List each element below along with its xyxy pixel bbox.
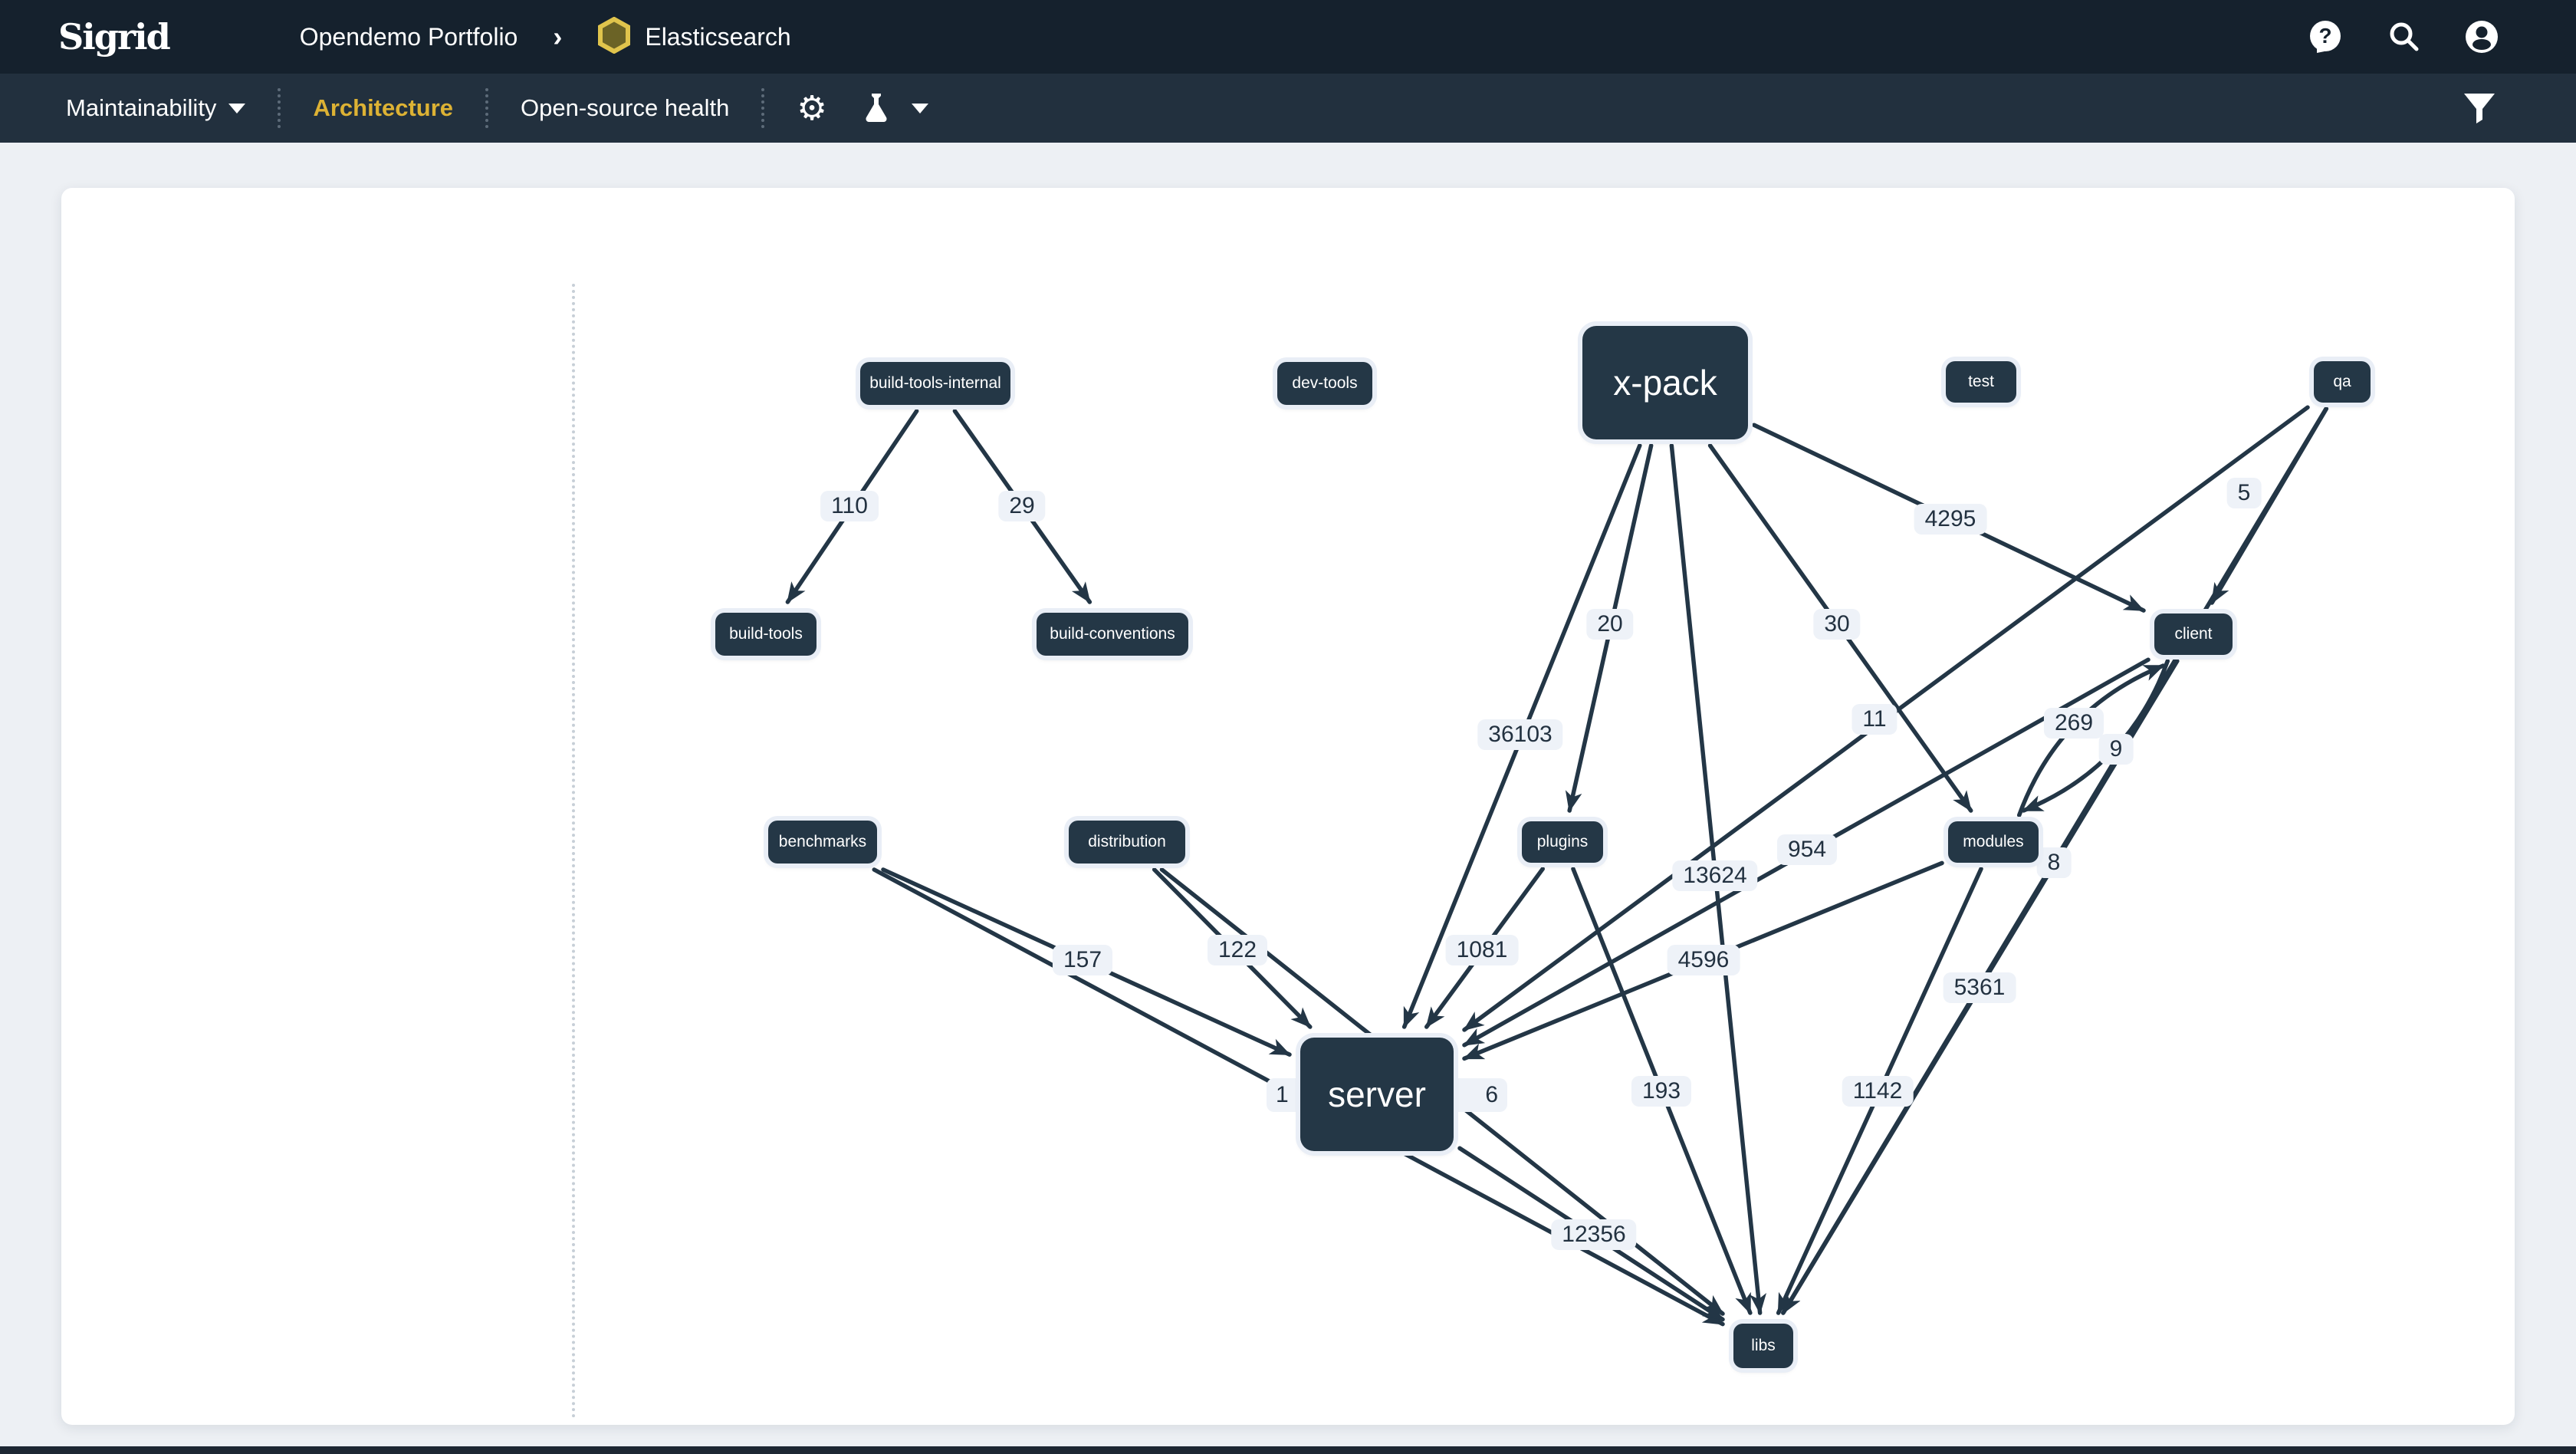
breadcrumb-portfolio[interactable]: Opendemo Portfolio: [299, 22, 518, 51]
graph-node-label: modules: [1963, 833, 2024, 850]
section-nav-items: Maintainability Architecture Open-source h…: [66, 74, 729, 143]
graph-node-build-tools-internal[interactable]: build-tools-internal: [860, 362, 1010, 405]
edge-weight-label: 122: [1207, 935, 1268, 965]
panel-divider: [572, 284, 575, 1419]
graph-node-x-pack[interactable]: x-pack: [1582, 326, 1748, 439]
edge-weight-label: 4596: [1667, 945, 1740, 975]
top-bar: Sigrid Opendemo Portfolio › Elasticsearc…: [0, 0, 2576, 74]
edge-weight-label: 157: [1052, 945, 1113, 975]
edge-weight-label: 30: [1813, 609, 1861, 640]
svg-text:?: ?: [2318, 24, 2331, 48]
graph-node-label: build-tools-internal: [869, 374, 1001, 392]
tab-label: Open-source health: [521, 94, 730, 121]
window-bottom-strip: [0, 1446, 2576, 1454]
tab-label: Maintainability: [66, 94, 217, 121]
help-icon[interactable]: ?: [2308, 19, 2343, 54]
graph-node-libs[interactable]: libs: [1733, 1324, 1793, 1368]
edge-weight-label: 1081: [1445, 935, 1519, 965]
graph-node-label: qa: [2333, 373, 2351, 390]
experiment-flask-icon[interactable]: [861, 91, 928, 125]
graph-node-build-tools[interactable]: build-tools: [715, 613, 816, 656]
graph-node-label: plugins: [1536, 833, 1589, 850]
graph-node-test[interactable]: test: [1946, 361, 2016, 403]
graph-node-distribution[interactable]: distribution: [1069, 821, 1185, 864]
edge-weight-label: 11: [1852, 704, 1898, 735]
graph-node-benchmarks[interactable]: benchmarks: [768, 821, 877, 864]
flask-caret-icon: [911, 103, 928, 113]
graph-node-modules[interactable]: modules: [1948, 821, 2039, 863]
graph-node-label: dev-tools: [1292, 374, 1358, 392]
graph-node-plugins[interactable]: plugins: [1522, 821, 1603, 863]
graph-node-label: test: [1968, 373, 1994, 390]
graph-node-label: libs: [1751, 1337, 1776, 1354]
edge-weight-label: 13624: [1672, 860, 1758, 891]
filter-icon[interactable]: [2463, 74, 2496, 143]
nav-separator: [278, 88, 281, 128]
graph-node-label: distribution: [1088, 833, 1166, 850]
graph-node-server[interactable]: server: [1300, 1038, 1454, 1151]
graph-node-label: server: [1328, 1074, 1426, 1114]
edge-weight-label: 20: [1586, 609, 1634, 640]
edge-weight-label: 1142: [1842, 1076, 1914, 1107]
edge-weight-label: 110: [820, 491, 879, 521]
system-hexagon-icon: [597, 16, 631, 58]
tab-open-source-health[interactable]: Open-source health: [521, 94, 729, 122]
graph-node-client[interactable]: client: [2154, 614, 2233, 655]
edge-weight-label: 954: [1776, 834, 1838, 865]
edge-weight-label: 4295: [1914, 504, 1987, 535]
account-icon[interactable]: [2464, 19, 2499, 54]
edge-weight-label: 5: [2226, 478, 2262, 508]
graph-node-label: build-conventions: [1050, 625, 1175, 643]
edge-weight-label: 36103: [1477, 719, 1563, 750]
edge-weight-label: 29: [998, 491, 1046, 521]
edge-weight-label: 8: [2036, 847, 2072, 878]
sigrid-logo: Sigrid: [58, 16, 171, 58]
graph-node-label: benchmarks: [778, 833, 867, 850]
nav-separator: [485, 88, 489, 128]
tab-caret-icon: [228, 103, 246, 113]
settings-gear-icon[interactable]: ⚙: [797, 89, 827, 127]
section-nav-bar: Maintainability Architecture Open-source h…: [0, 74, 2576, 143]
graph-node-label: x-pack: [1613, 363, 1717, 403]
edge-weight-label: 193: [1631, 1076, 1692, 1107]
edge-weight-label: 12356: [1551, 1219, 1637, 1250]
graph-node-label: client: [2174, 625, 2213, 643]
edge-weight-label: 5361: [1943, 972, 2016, 1003]
tab-label: Architecture: [313, 94, 454, 121]
breadcrumb-system[interactable]: Elasticsearch: [645, 22, 791, 51]
graph-node-dev-tools[interactable]: dev-tools: [1277, 362, 1372, 405]
graph-node-build-conventions[interactable]: build-conventions: [1037, 613, 1188, 656]
breadcrumb-chevron-icon: ›: [553, 21, 563, 52]
search-icon[interactable]: [2386, 19, 2421, 54]
edge-modules-to-client[interactable]: [2016, 663, 2166, 817]
edge-weight-label: 269: [2043, 708, 2104, 739]
nav-separator: [761, 88, 765, 128]
edge-weight-label: 9: [2098, 734, 2134, 765]
tab-maintainability[interactable]: Maintainability: [66, 94, 246, 122]
graph-node-qa[interactable]: qa: [2314, 361, 2371, 403]
tab-architecture[interactable]: Architecture: [313, 94, 453, 122]
graph-node-label: build-tools: [729, 625, 803, 643]
